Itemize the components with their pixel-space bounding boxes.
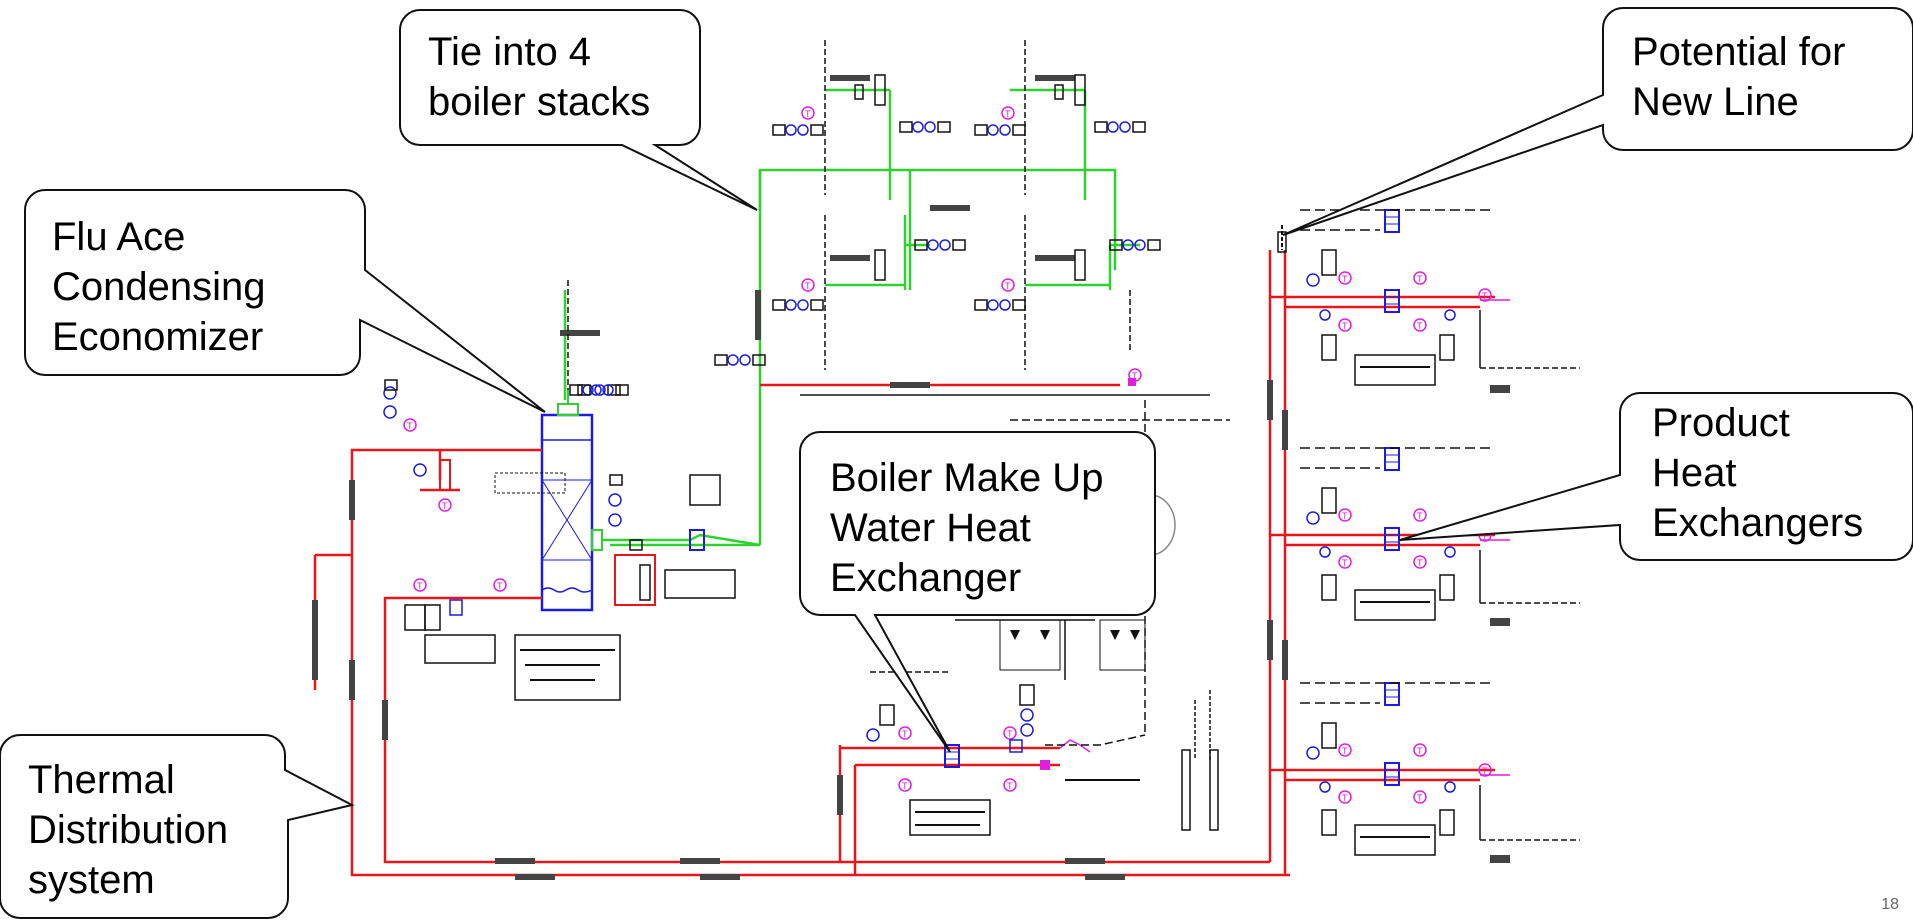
- callout-tie-boiler-stacks: [399, 9, 758, 211]
- callout-product-heat-exchangers: [1399, 392, 1913, 561]
- callout-thermal-distribution: [0, 734, 355, 919]
- boiler-stack-network: [563, 88, 1140, 547]
- callout-boiler-makeup-hx: [799, 431, 1156, 753]
- product-hx-block-2: [1300, 447, 1580, 626]
- slide-number: 18: [1881, 896, 1899, 913]
- callout-text-potential-new-line: Potential for New Line: [1632, 30, 1846, 124]
- callout-text-boiler-makeup-hx: Boiler Make Up Water Heat Exchanger: [830, 456, 1104, 600]
- condensing-economizer: [540, 390, 761, 612]
- callout-text-product-heat-exchangers: Product Heat Exchangers: [1652, 401, 1864, 545]
- economizer-instruments: [383, 280, 736, 701]
- callout-text-condensing-economizer: Flu Ace Condensing Economizer: [52, 215, 266, 359]
- distribution-labels: [312, 290, 1288, 880]
- product-hx-block-1: [1300, 209, 1580, 393]
- boiler-stacks: [824, 40, 1131, 370]
- new-line-riser: [1194, 225, 1287, 760]
- product-hx-block-3: [1300, 682, 1580, 863]
- callout-text-tie-boiler-stacks: Tie into 4 boiler stacks: [428, 30, 651, 124]
- callout-text-thermal-distribution: Thermal Distribution system: [28, 758, 229, 902]
- callout-potential-new-line: [1282, 7, 1913, 236]
- stack-return-line: [760, 368, 1230, 421]
- callout-condensing-economizer: [24, 189, 546, 413]
- stack-instruments: [569, 74, 1161, 396]
